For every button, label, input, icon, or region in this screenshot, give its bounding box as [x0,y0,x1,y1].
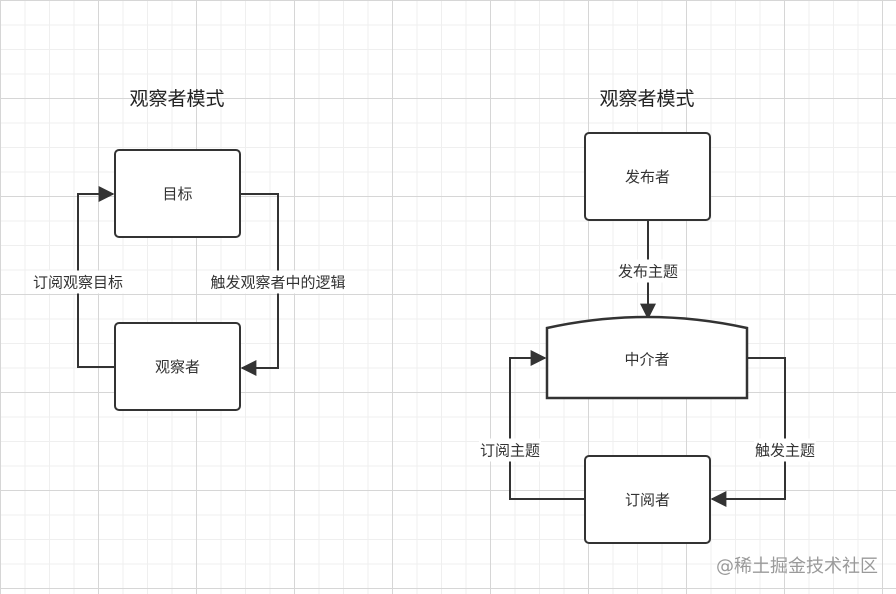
right-publish-label: 发布主题 [616,259,680,283]
right-subscribe-edge [509,350,585,500]
mediator-shape [545,315,749,400]
observer-node-label: 观察者 [154,358,200,376]
mediator-node-label: 中介者 [624,350,670,369]
subscriber-node-label: 订阅者 [624,491,670,509]
right-subscribe-label: 订阅主题 [478,438,542,462]
left-diagram-title: 观察者模式 [129,88,225,110]
left-trigger-label: 触发观察者中的逻辑 [209,270,347,294]
right-diagram-title: 观察者模式 [599,88,695,110]
observer-node[interactable]: 观察者 [114,322,241,411]
right-trigger-label: 触发主题 [753,438,817,462]
subject-node-label: 目标 [162,185,193,203]
publisher-node-label: 发布者 [624,168,670,186]
subscriber-node[interactable]: 订阅者 [584,455,711,544]
publisher-node[interactable]: 发布者 [584,132,711,221]
subject-node[interactable]: 目标 [114,149,241,238]
left-subscribe-label: 订阅观察目标 [31,270,125,294]
watermark: @稀土掘金技术社区 [716,556,878,577]
right-trigger-edge [710,357,786,507]
